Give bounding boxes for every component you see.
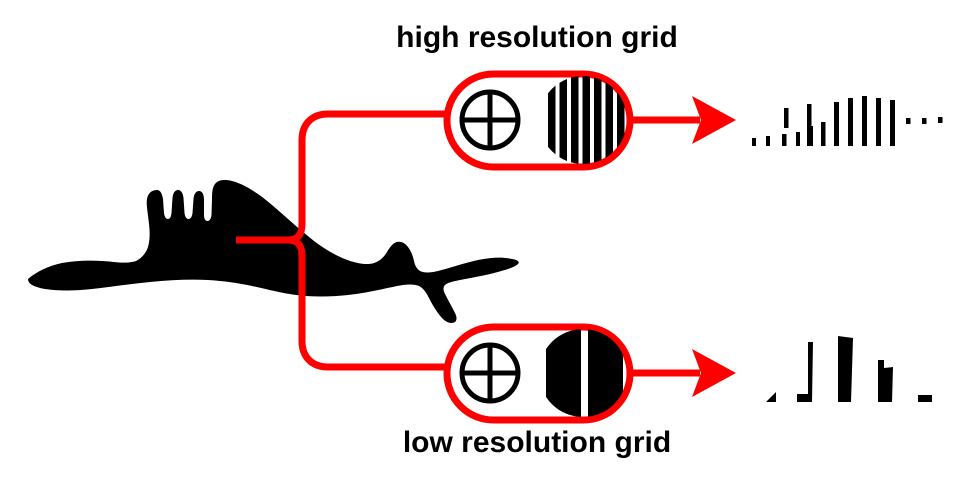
low-resolution-grid-icon — [539, 329, 627, 417]
low-resolution-label: low resolution grid — [403, 426, 671, 459]
bird-silhouette-icon — [28, 180, 519, 323]
high-resolution-label: high resolution grid — [396, 21, 678, 54]
high-resolution-histogram — [752, 96, 943, 146]
high-resolution-output-arrow — [630, 96, 736, 144]
branch-high-resolution: high resolution grid — [396, 21, 943, 171]
branch-low-resolution: low resolution grid — [403, 323, 932, 459]
split-connector — [236, 110, 446, 371]
high-resolution-grid-icon — [539, 76, 627, 164]
crosshair-icon — [459, 89, 521, 151]
low-resolution-histogram — [766, 336, 932, 402]
low-resolution-output-arrow — [630, 349, 736, 397]
crosshair-icon — [459, 342, 521, 404]
